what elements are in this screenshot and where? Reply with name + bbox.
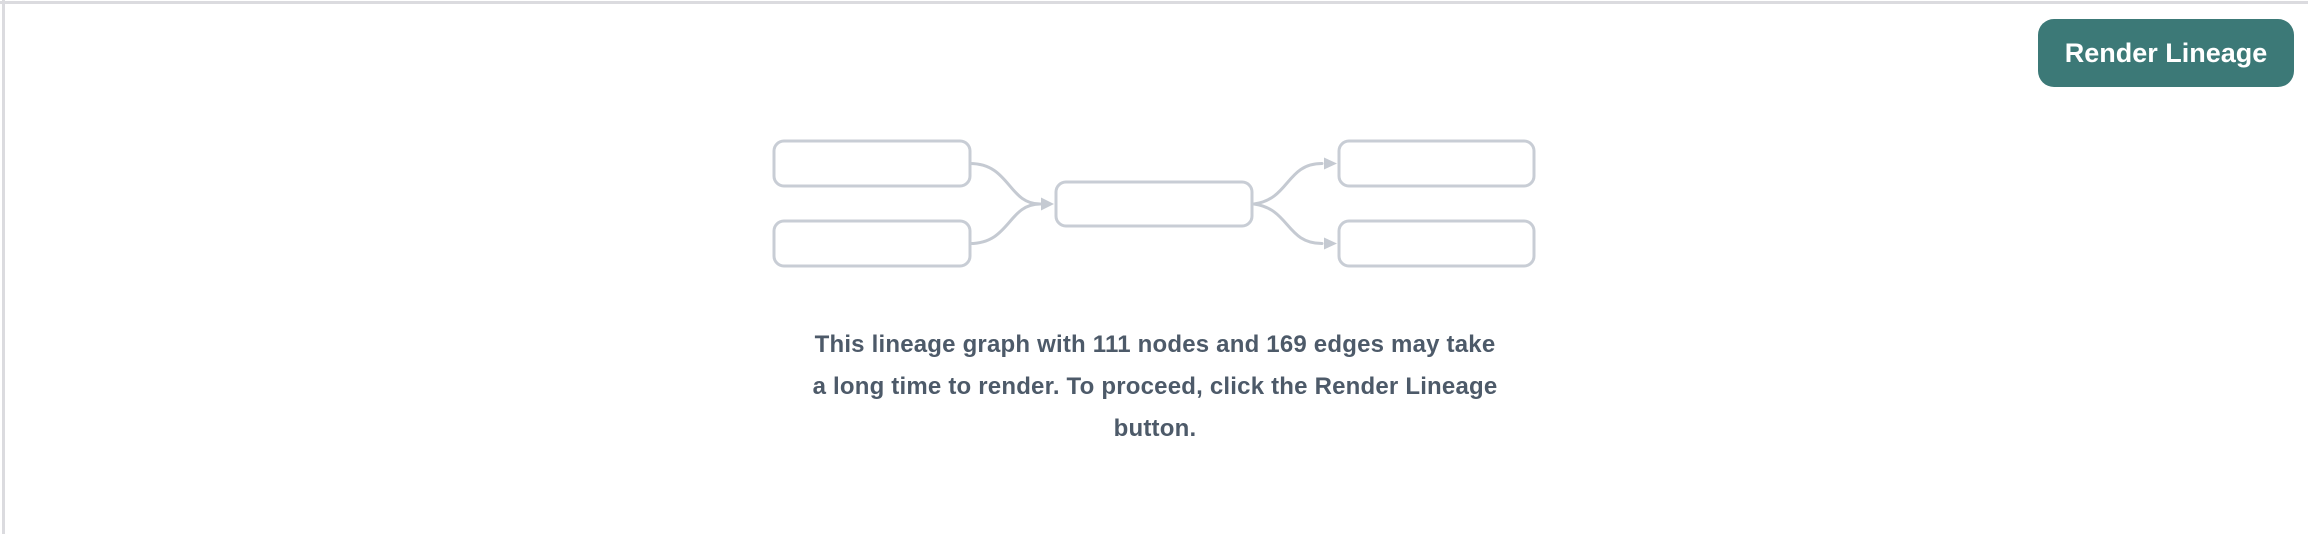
placeholder-edge [1252,162,1324,206]
arrowhead-icon [1041,197,1054,211]
placeholder-node-box [1054,180,1254,228]
placeholder-node-box [772,219,972,268]
render-warning-message: This lineage graph with 111 nodes and 16… [655,324,1655,450]
arrowhead-icon [1324,157,1337,170]
panel-left-border [2,0,5,534]
panel-top-border [0,1,2308,4]
lineage-placeholder-illustration [772,139,1536,268]
placeholder-edge [1252,202,1324,245]
message-line: This lineage graph with 111 nodes and 16… [814,331,1496,358]
placeholder-edge [968,162,1042,206]
arrowhead-icon [1324,237,1337,250]
render-lineage-button[interactable]: Render Lineage [2038,19,2294,87]
placeholder-node-box [1337,219,1536,268]
placeholder-node-box [1337,139,1536,188]
placeholder-node-box [772,139,972,188]
message-line: button. [1113,415,1197,442]
message-line: a long time to render. To proceed, click… [812,373,1498,400]
placeholder-edge [968,202,1042,245]
